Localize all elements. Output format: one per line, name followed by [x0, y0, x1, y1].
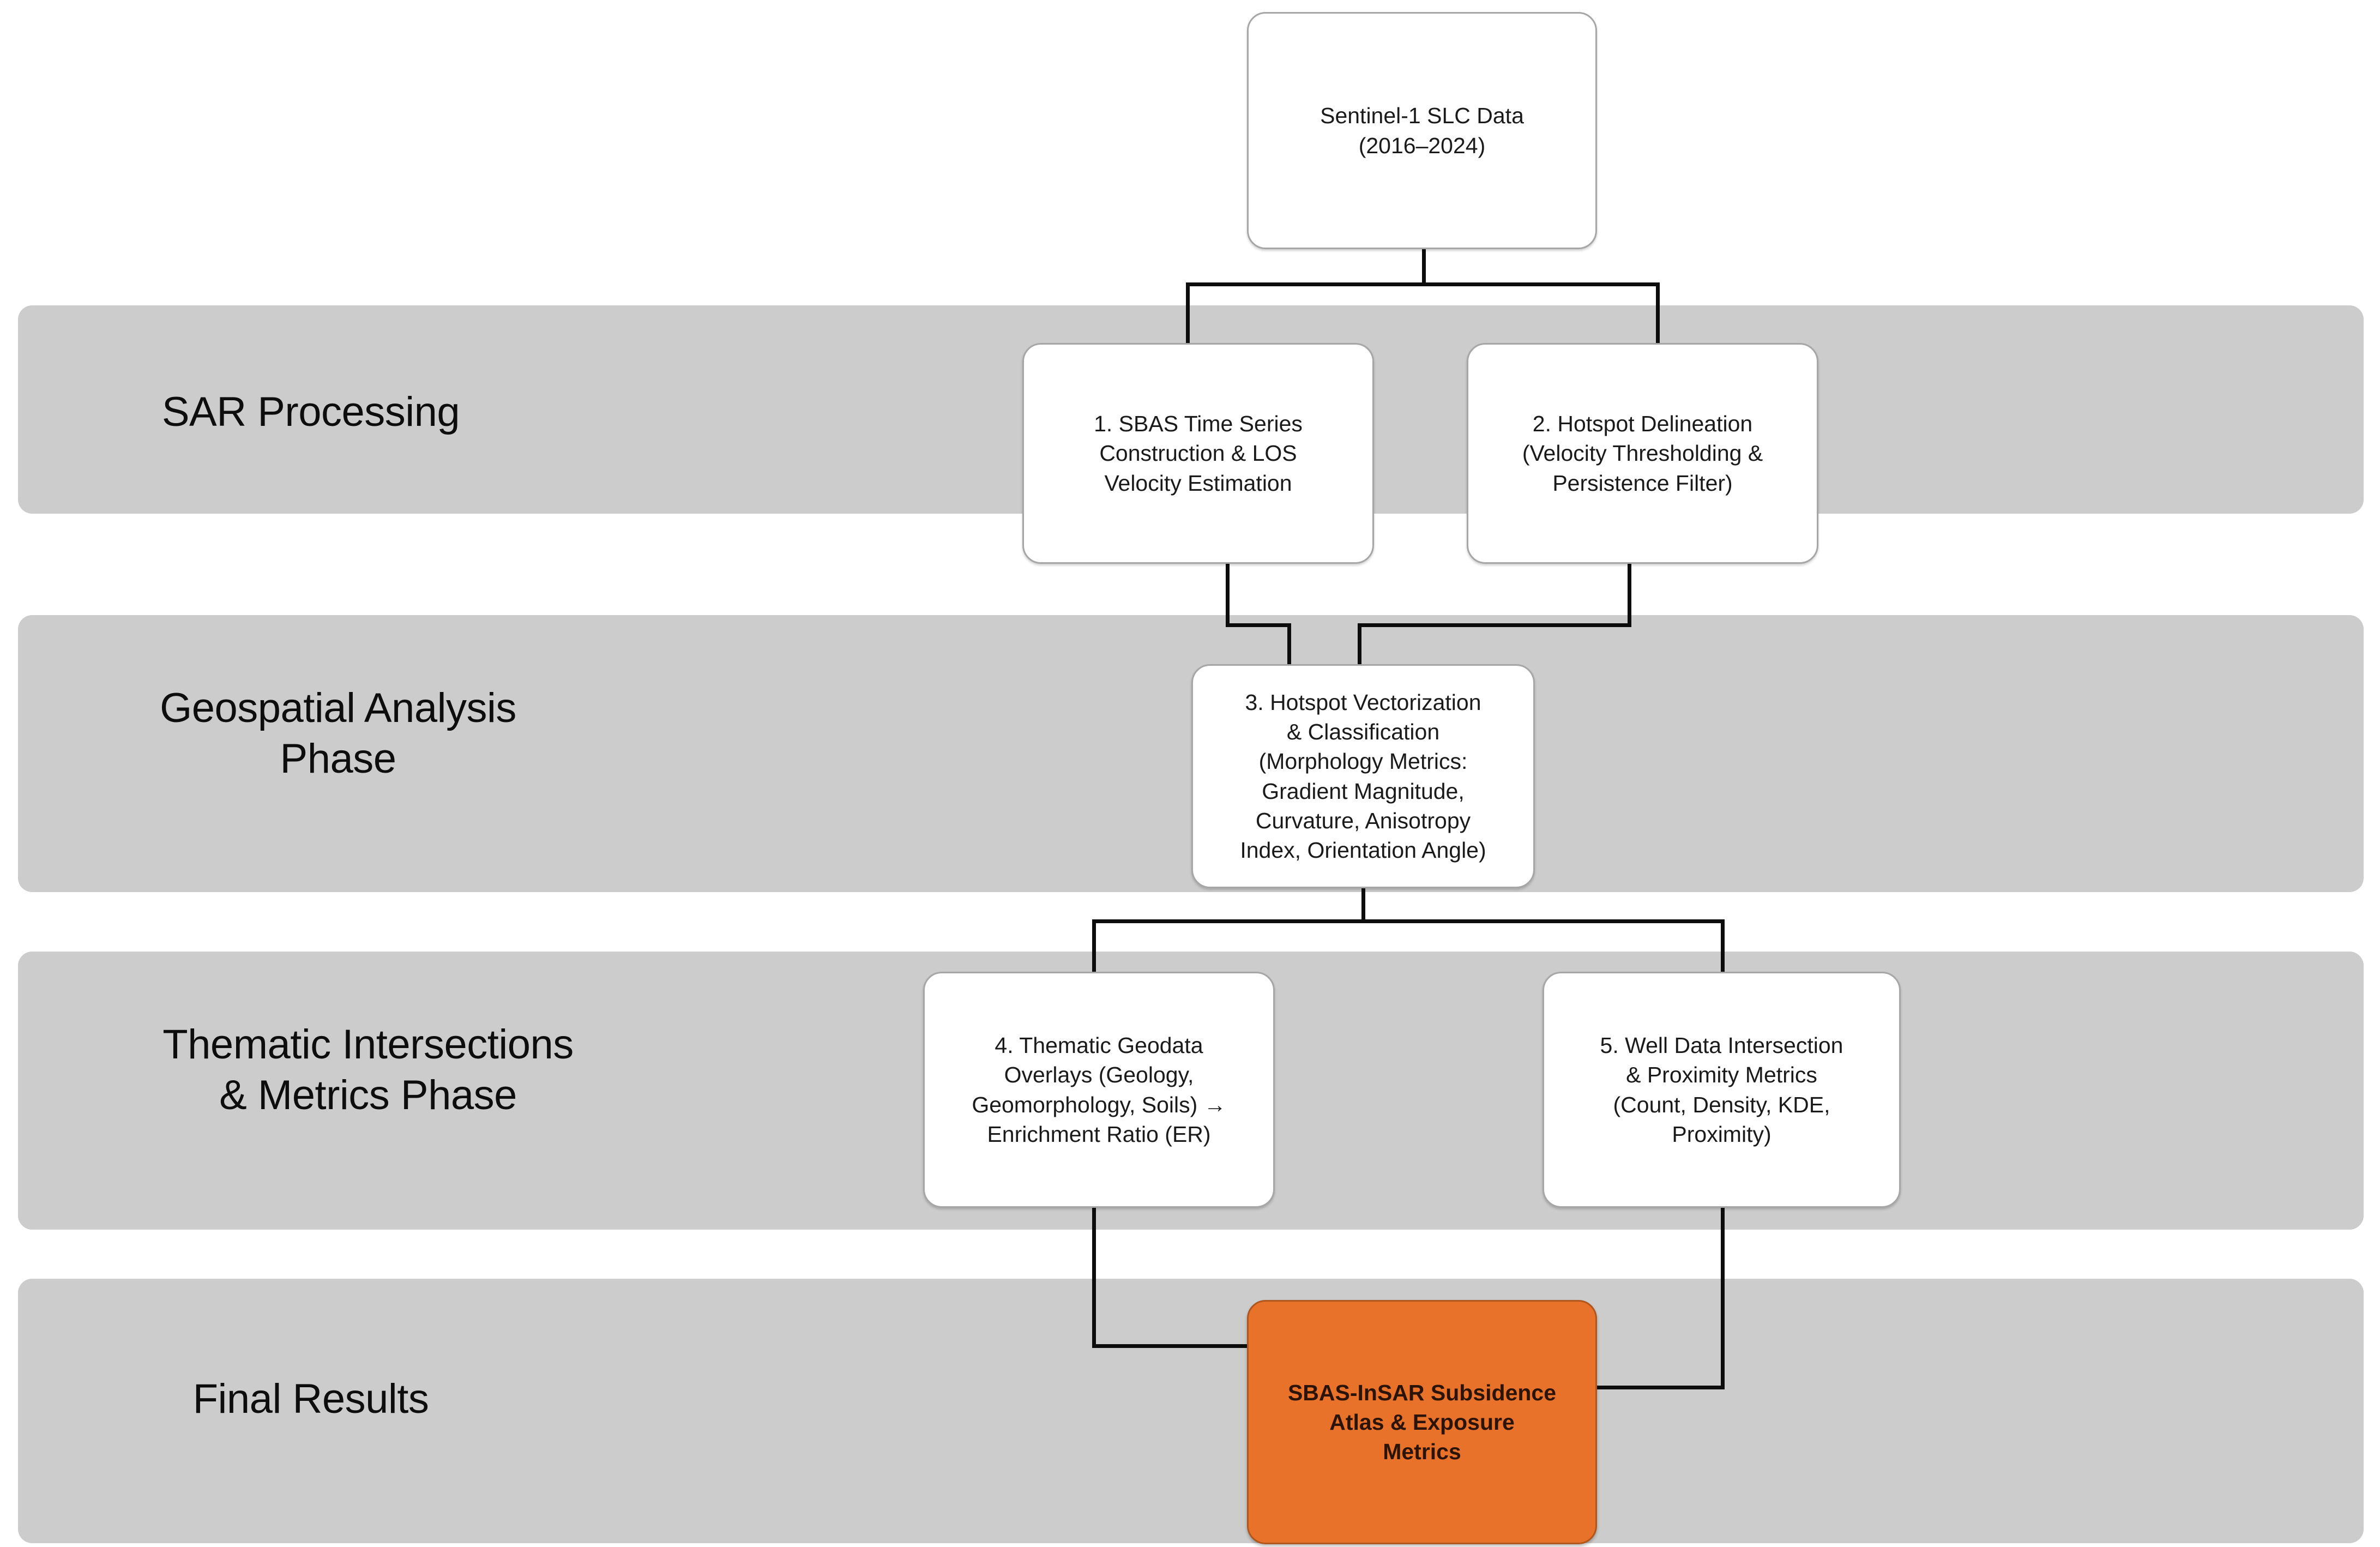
swimlane-label-thematic-intersections: Thematic Intersections & Metrics Phase: [162, 1021, 574, 1118]
connector-step1-elbow: [1226, 623, 1291, 627]
node-step1-sbas-time-series[interactable]: 1. SBAS Time Series Construction & LOS V…: [1022, 343, 1374, 564]
connector-source-stem: [1422, 248, 1426, 284]
connector-step1-into-step3: [1287, 623, 1291, 689]
swimlane-geospatial-analysis: [18, 615, 2364, 892]
connector-step1-down: [1226, 563, 1230, 627]
connector-step2-elbow: [1358, 623, 1631, 627]
swimlane-final-results: [18, 1279, 2364, 1543]
node-step3-hotspot-vectorization[interactable]: 3. Hotspot Vectorization & Classificatio…: [1191, 664, 1535, 888]
connector-step2-down: [1628, 563, 1631, 627]
node-source-sentinel1[interactable]: Sentinel-1 SLC Data (2016–2024): [1247, 12, 1597, 249]
connector-to-step1: [1186, 282, 1190, 344]
swimlane-label-geospatial-analysis: Geospatial Analysis Phase: [160, 685, 516, 782]
connector-step3-stem: [1361, 886, 1365, 923]
connector-step2-into-step3: [1358, 623, 1361, 689]
swimlane-label-final-results: Final Results: [192, 1376, 429, 1422]
node-step2-hotspot-delineation[interactable]: 2. Hotspot Delineation (Velocity Thresho…: [1467, 343, 1818, 564]
connector-to-step2: [1656, 282, 1660, 344]
connector-to-step4: [1092, 919, 1096, 974]
node-result-subsidence-atlas[interactable]: SBAS-InSAR Subsidence Atlas & Exposure M…: [1247, 1300, 1597, 1544]
connector-to-step5: [1721, 919, 1725, 974]
node-step4-thematic-geodata-overlays[interactable]: 4. Thematic Geodata Overlays (Geology, G…: [923, 972, 1275, 1208]
connector-split-bar-top: [1186, 282, 1660, 286]
node-step5-well-data-intersection[interactable]: 5. Well Data Intersection & Proximity Me…: [1543, 972, 1901, 1208]
swimlane-label-sar-processing: SAR Processing: [161, 389, 460, 435]
connector-step5-down: [1721, 1205, 1725, 1389]
connector-split-bar-bottom: [1092, 919, 1725, 923]
connector-step4-down: [1092, 1205, 1096, 1348]
